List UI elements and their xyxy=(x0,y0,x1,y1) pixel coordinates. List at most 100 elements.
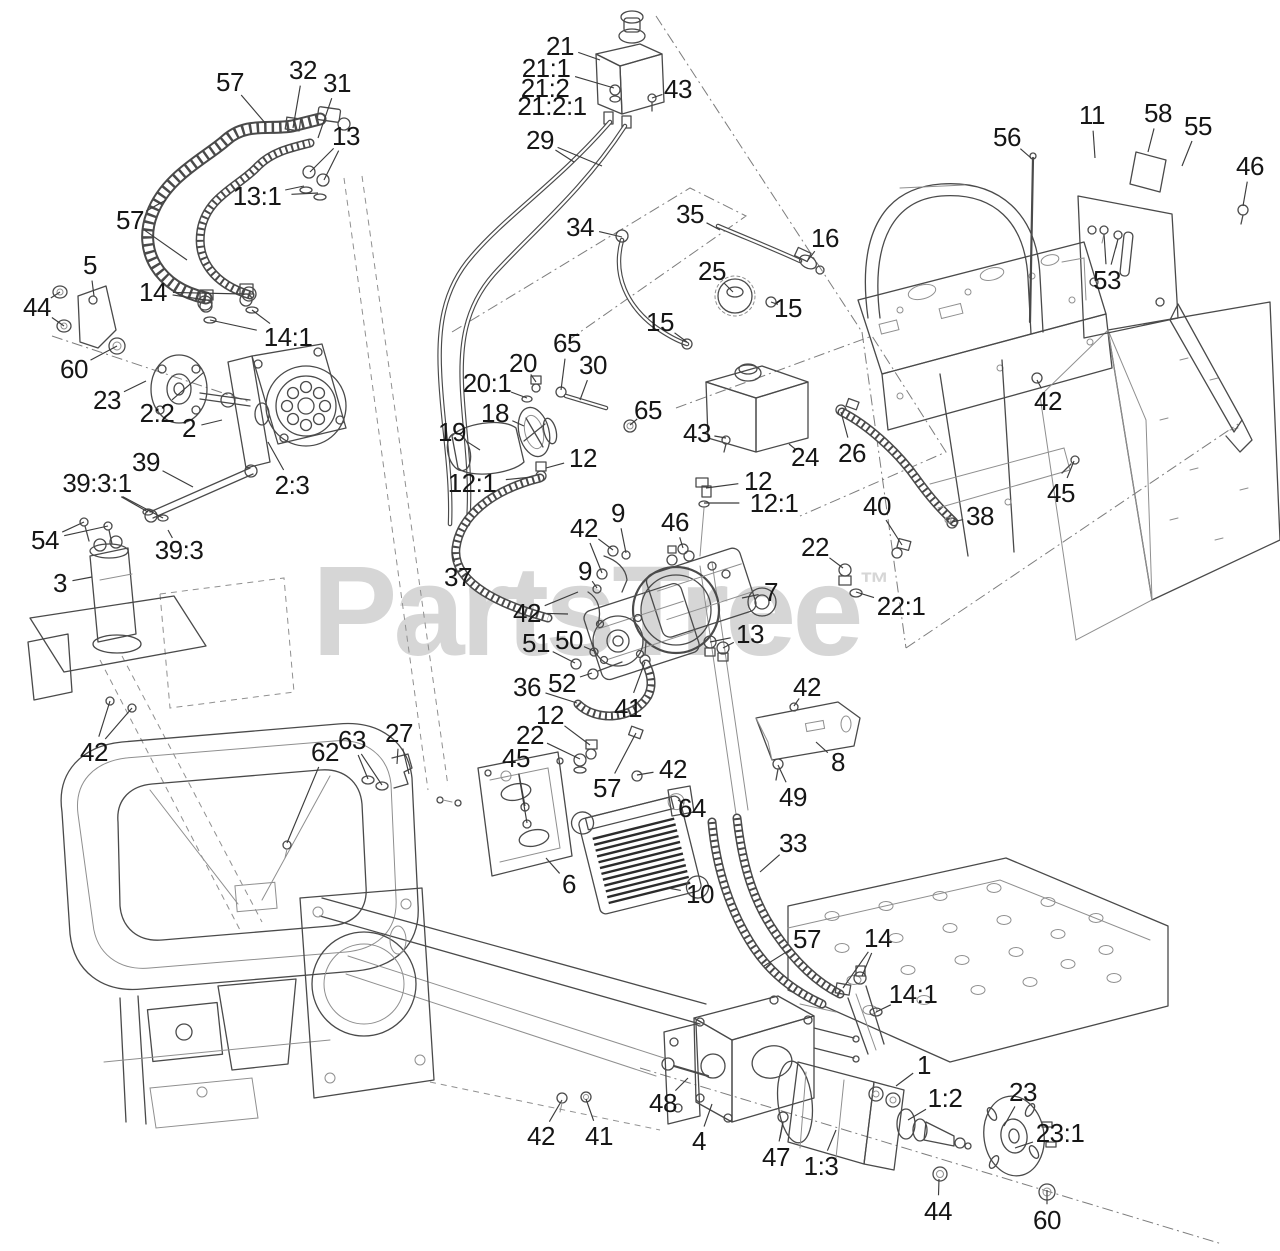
callout-3: 3 xyxy=(53,568,67,598)
callout-14: 14 xyxy=(139,277,167,307)
callout-27: 27 xyxy=(385,718,413,748)
construction-lines xyxy=(51,15,1239,1245)
callout-41: 41 xyxy=(614,693,642,723)
callout-5: 5 xyxy=(83,250,97,280)
callout-25: 25 xyxy=(698,256,726,286)
callout-34: 34 xyxy=(566,212,594,242)
callout-13: 13 xyxy=(332,121,360,151)
callout-26: 26 xyxy=(838,438,866,468)
callout-24: 24 xyxy=(791,442,819,472)
wheel-motor-1 xyxy=(776,1060,972,1182)
callout-33: 33 xyxy=(779,828,807,858)
callout-23-1: 23:1 xyxy=(1035,1118,1085,1148)
callout-45: 45 xyxy=(502,743,530,773)
callout-42: 42 xyxy=(659,754,687,784)
callout-11: 11 xyxy=(1079,100,1106,130)
callout-4: 4 xyxy=(692,1126,706,1156)
callout-12-1: 12:1 xyxy=(749,488,799,518)
callout-12: 12 xyxy=(569,443,597,473)
callout-12: 12 xyxy=(744,466,772,496)
callout-37: 37 xyxy=(444,562,472,592)
machine-frame xyxy=(857,183,1280,641)
callout-30: 30 xyxy=(579,350,607,380)
callout-19: 19 xyxy=(438,417,466,447)
callout-47: 47 xyxy=(762,1142,790,1172)
callout-18: 18 xyxy=(481,398,509,428)
callout-23: 23 xyxy=(93,385,121,415)
callout-22-1: 22:1 xyxy=(876,591,926,621)
callout-46: 46 xyxy=(1236,151,1264,181)
callout-7: 7 xyxy=(764,577,778,607)
callout-23: 23 xyxy=(1009,1077,1037,1107)
callout-6: 6 xyxy=(562,869,576,899)
callout-44: 44 xyxy=(924,1196,952,1226)
callout-57: 57 xyxy=(793,924,821,954)
gear-pump-2 xyxy=(227,343,347,469)
callout-43: 43 xyxy=(683,418,711,448)
callout-21-2: 21:2 xyxy=(520,73,570,103)
hoses-33 xyxy=(707,813,885,1055)
callout-58: 58 xyxy=(1144,98,1172,128)
callout-32: 32 xyxy=(289,55,317,85)
gearbox-4 xyxy=(556,995,860,1139)
callout-1: 1 xyxy=(917,1050,931,1080)
callout-60: 60 xyxy=(60,354,88,384)
callout-42: 42 xyxy=(527,1121,555,1151)
callout-22: 22 xyxy=(516,720,544,750)
callout-14-1: 14:1 xyxy=(888,979,938,1009)
callout-20-1: 20:1 xyxy=(462,368,512,398)
callout-43: 43 xyxy=(664,74,692,104)
callout-55: 55 xyxy=(1184,111,1212,141)
callout-12: 12 xyxy=(536,700,564,730)
hose-assembly-57 xyxy=(141,106,351,311)
callout-65: 65 xyxy=(553,328,581,358)
oil-tank-24 xyxy=(705,363,860,453)
callout-53: 53 xyxy=(1093,265,1121,295)
callout-62: 62 xyxy=(311,737,339,767)
callout-42: 42 xyxy=(513,598,541,628)
callout-21-1: 21:1 xyxy=(521,53,571,83)
callout-57: 57 xyxy=(593,773,621,803)
callout-57: 57 xyxy=(116,205,144,235)
callout-22: 22 xyxy=(801,532,829,562)
callout-42: 42 xyxy=(1034,386,1062,416)
callout-49: 49 xyxy=(779,782,807,812)
callout-42: 42 xyxy=(80,737,108,767)
callout-12-1: 12:1 xyxy=(447,468,497,498)
callout-65: 65 xyxy=(634,395,662,425)
hose-36 xyxy=(573,659,656,782)
callout-39-3: 39:3 xyxy=(154,535,204,565)
callout-9: 9 xyxy=(578,556,592,586)
callout-42: 42 xyxy=(793,672,821,702)
callout-39-3-1: 39:3:1 xyxy=(62,468,132,498)
callout-1-3: 1:3 xyxy=(803,1151,839,1181)
callout-21-2-1: 21:2:1 xyxy=(517,91,587,121)
bracket-8 xyxy=(755,701,861,781)
callout-35: 35 xyxy=(676,199,704,229)
callout-48: 48 xyxy=(649,1088,677,1118)
callout-60: 60 xyxy=(1033,1205,1061,1235)
callout-54: 54 xyxy=(31,525,59,555)
callout-46: 46 xyxy=(661,507,689,537)
callout-41: 41 xyxy=(585,1121,613,1151)
callout-13-1: 13:1 xyxy=(232,181,282,211)
callout-9: 9 xyxy=(611,498,625,528)
oil-filter-19 xyxy=(446,375,637,482)
callout-13: 13 xyxy=(736,619,764,649)
callout-15: 15 xyxy=(646,307,674,337)
hose-37 xyxy=(451,473,553,623)
callout-14-1: 14:1 xyxy=(263,322,313,352)
left-shelf xyxy=(27,595,207,713)
callout-38: 38 xyxy=(966,501,994,531)
callout-39: 39 xyxy=(132,447,160,477)
callout-63: 63 xyxy=(338,725,366,755)
callout-57: 57 xyxy=(216,67,244,97)
callout-51: 51 xyxy=(522,628,550,658)
callout-20: 20 xyxy=(509,348,537,378)
callout-2-2: 2:2 xyxy=(139,398,175,428)
callout-56: 56 xyxy=(993,122,1021,152)
frame-rails xyxy=(299,857,1169,1099)
oil-cooler-10 xyxy=(570,793,710,915)
